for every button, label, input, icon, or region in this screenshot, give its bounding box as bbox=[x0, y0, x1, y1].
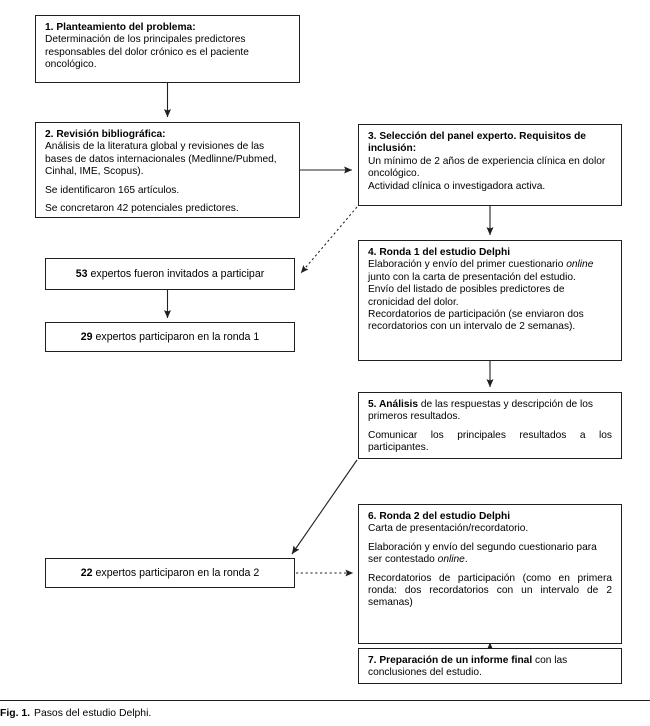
node-step-3-title: 3. Selección del panel experto. Requisit… bbox=[368, 131, 586, 155]
node-step-2-body-2: Se identificaron 165 artículos. bbox=[45, 184, 180, 196]
node-step-6-body-1: Carta de presentación/recordatorio. bbox=[368, 523, 529, 535]
node-step-2-body-3: Se concretaron 42 potenciales predictore… bbox=[45, 203, 239, 215]
node-step-4-title: 4. Ronda 1 del estudio Delphi bbox=[368, 247, 511, 258]
node-step-7[interactable]: 7. Preparación de un informe final con l… bbox=[358, 648, 622, 684]
node-step-4-body-1-pre: Elaboración y envío del primer cuestiona… bbox=[368, 259, 567, 271]
connector-step5-to-round2 bbox=[291, 459, 358, 555]
node-step-4-body-3: Recordatorios de participación (se envia… bbox=[368, 309, 584, 333]
figure-caption: Fig. 1.Pasos del estudio Delphi. bbox=[0, 707, 650, 720]
node-step-1[interactable]: 1. Planteamiento del problema: Determina… bbox=[35, 15, 300, 83]
node-step-6-body-2: Elaboración y envío del segundo cuestion… bbox=[368, 542, 612, 567]
node-step-3-body-1: Un mínimo de 2 años de experiencia clíni… bbox=[368, 155, 606, 180]
node-step-5-body-1: Comunicar los principales resultados a l… bbox=[368, 429, 612, 454]
node-step-4-body-1-post: junto con la carta de presentación del e… bbox=[368, 271, 576, 283]
node-step-1-body: Determinación de los principales predict… bbox=[45, 34, 249, 71]
figure-number: Fig. 1. bbox=[0, 708, 31, 719]
node-step-4-body-1: Elaboración y envío del primer cuestiona… bbox=[368, 259, 612, 284]
node-invited-experts[interactable]: 53 expertos fueron invitados a participa… bbox=[45, 258, 295, 290]
node-step-2-title: 2. Revisión bibliográfica: bbox=[45, 129, 166, 140]
round1-participants-count: 29 bbox=[80, 331, 93, 343]
node-step-5-title-line: 5. Análisis de las respuestas y descripc… bbox=[368, 399, 612, 424]
round2-participants-label: expertos participaron en la ronda 2 bbox=[95, 567, 260, 579]
node-step-7-title-rest: con las conclusiones del estudio. bbox=[368, 655, 568, 679]
node-step-5[interactable]: 5. Análisis de las respuestas y descripc… bbox=[358, 392, 622, 459]
node-step-1-title: 1. Planteamiento del problema: bbox=[45, 22, 196, 33]
node-step-4[interactable]: 4. Ronda 1 del estudio Delphi Elaboració… bbox=[358, 240, 622, 361]
node-step-6-body-2-post: . bbox=[464, 554, 468, 566]
node-step-7-title-line: 7. Preparación de un informe final con l… bbox=[368, 655, 612, 680]
figure-caption-text: Pasos del estudio Delphi. bbox=[34, 708, 152, 719]
node-step-5-title-rest: de las respuestas y descripción de los p… bbox=[368, 399, 594, 423]
node-step-2-body-1: Análisis de la literatura global y revis… bbox=[45, 141, 277, 178]
node-step-6-body-3: Recordatorios de participación (como en … bbox=[368, 572, 612, 609]
node-step-4-body-1-italic: online bbox=[566, 259, 594, 271]
connector-step3-to-invited bbox=[300, 206, 358, 274]
node-step-4-body-2: Envío del listado de posibles predictore… bbox=[368, 284, 565, 308]
node-step-6-body-2-italic: online bbox=[437, 554, 465, 566]
node-round2-participants[interactable]: 22 expertos participaron en la ronda 2 bbox=[45, 558, 295, 588]
node-step-6-body-2-pre: Elaboración y envío del segundo cuestion… bbox=[368, 541, 597, 566]
node-round1-participants[interactable]: 29 expertos participaron en la ronda 1 bbox=[45, 322, 295, 352]
node-step-3-body-2: Actividad clínica o investigadora activa… bbox=[368, 180, 546, 192]
node-step-3[interactable]: 3. Selección del panel experto. Requisit… bbox=[358, 124, 622, 206]
node-step-7-title: 7. Preparación de un informe final bbox=[368, 655, 533, 666]
round2-participants-count: 22 bbox=[80, 567, 93, 579]
node-step-2[interactable]: 2. Revisión bibliográfica: Análisis de l… bbox=[35, 122, 300, 218]
invited-experts-label: expertos fueron invitados a participar bbox=[90, 268, 265, 280]
round1-participants-label: expertos participaron en la ronda 1 bbox=[95, 331, 260, 343]
invited-experts-count: 53 bbox=[75, 268, 88, 280]
node-step-5-title: 5. Análisis bbox=[368, 399, 419, 410]
node-step-6[interactable]: 6. Ronda 2 del estudio Delphi Carta de p… bbox=[358, 504, 622, 644]
node-step-6-title: 6. Ronda 2 del estudio Delphi bbox=[368, 511, 511, 522]
caption-divider bbox=[0, 700, 650, 701]
